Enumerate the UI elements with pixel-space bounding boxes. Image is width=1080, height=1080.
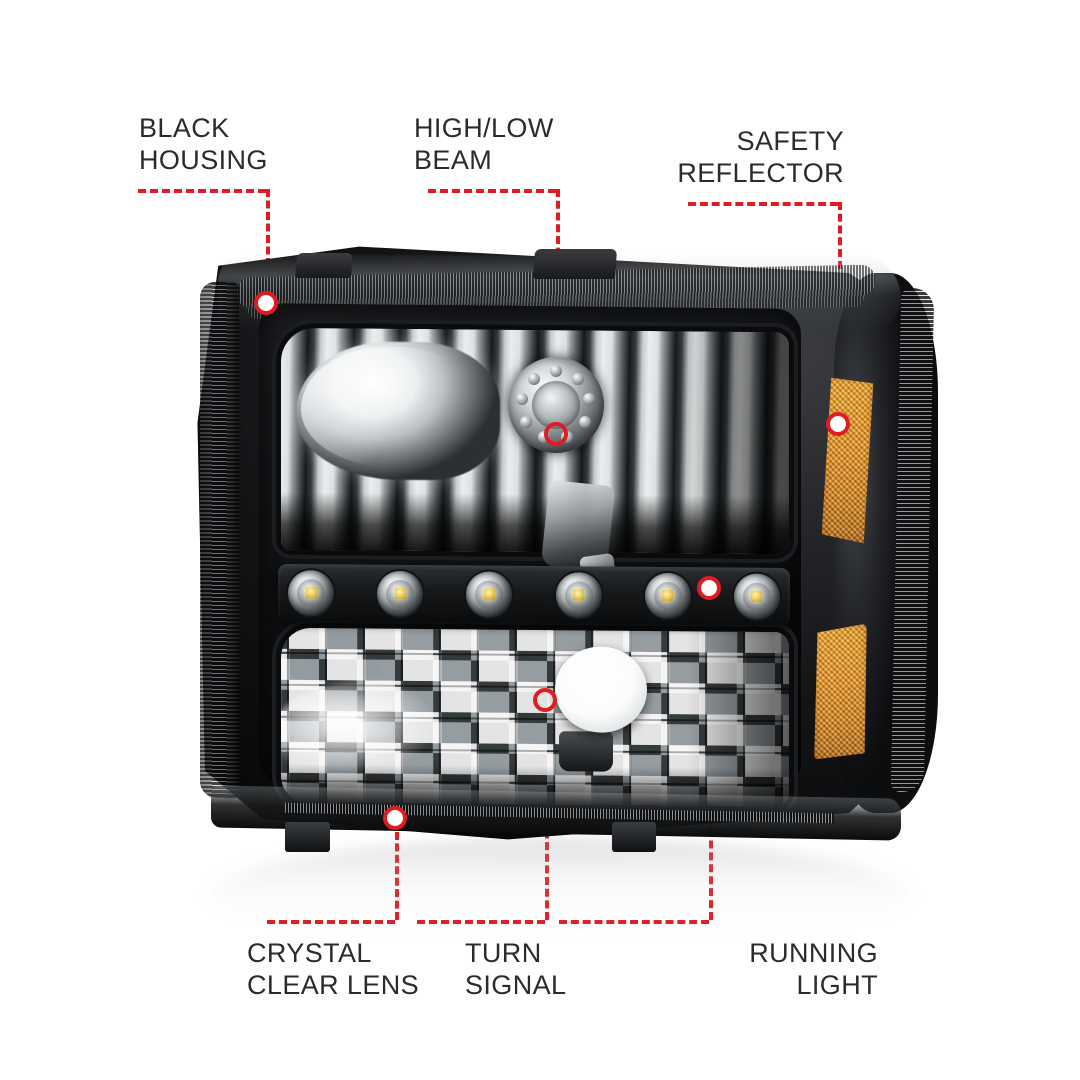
led-emitter-chip [661,590,673,602]
mounting-tab-top-left [295,252,353,278]
callout-label-crystal-clear-lens: CRYSTAL CLEAR LENS [247,938,420,1000]
led-emitter-chip [572,589,584,601]
callout-leader-horizontal-black-housing [138,189,266,193]
running-light-led [644,572,691,619]
headlight-assembly [196,243,938,852]
callout-leader-horizontal-crystal-clear-lens [267,920,395,924]
callout-marker-safety-reflector [826,412,850,436]
bulb-holder-screw-boss [549,365,562,377]
reflector-bowl-highlight [301,345,475,468]
callout-label-high-low-beam: HIGH/LOW BEAM [414,113,554,175]
running-light-led [555,571,602,619]
callout-marker-black-housing [254,291,278,315]
callout-leader-horizontal-turn-signal [417,920,545,924]
callout-label-black-housing: BLACK HOUSING [139,113,268,175]
callout-marker-high-low-beam [544,422,568,446]
callout-leader-horizontal-safety-reflector [688,202,838,206]
callout-label-safety-reflector: SAFETY REFLECTOR [677,126,844,188]
led-emitter-chip [483,588,495,600]
bulb-holder-screw-boss [528,372,540,385]
running-light-led [287,569,334,617]
floor-reflection [210,838,910,934]
callout-leader-vertical-crystal-clear-lens [395,832,399,920]
turn-signal-lens [281,627,790,807]
turn-signal-bulb-base [559,731,614,772]
running-light-led [376,570,423,617]
callout-leader-horizontal-high-low-beam [428,189,556,193]
lens-bottom-shadow [281,492,790,555]
callout-marker-running-light [697,576,721,600]
callout-leader-horizontal-running-light [559,920,709,924]
bulb-holder-hub [531,381,580,429]
callout-label-running-light: RUNNING LIGHT [749,938,878,1000]
mounting-tab-bottom-right [611,822,657,852]
led-emitter-chip [394,587,406,600]
mounting-tab-bottom-left [285,822,330,852]
safety-reflector-lower [812,624,869,760]
bulb-holder-screw-boss [579,416,592,428]
led-emitter-chip [751,590,763,602]
bulb-holder-screw-boss [516,393,529,406]
callout-marker-crystal-clear-lens [383,806,407,830]
running-light-led [733,573,780,620]
running-light-led [465,571,512,618]
side-marker-lens-left [200,281,240,799]
bulb-holder-screw-boss [520,416,533,428]
callout-marker-turn-signal [533,688,557,712]
callout-leader-vertical-black-housing [266,189,270,289]
bulb-holder-screw-boss [571,372,584,385]
bulb-holder-screw-boss [583,393,596,406]
mounting-tab-top-center [532,249,617,279]
callout-label-turn-signal: TURN SIGNAL [465,938,567,1000]
turn-signal-bulb-reflector [555,646,648,734]
led-emitter-chip [305,587,317,599]
